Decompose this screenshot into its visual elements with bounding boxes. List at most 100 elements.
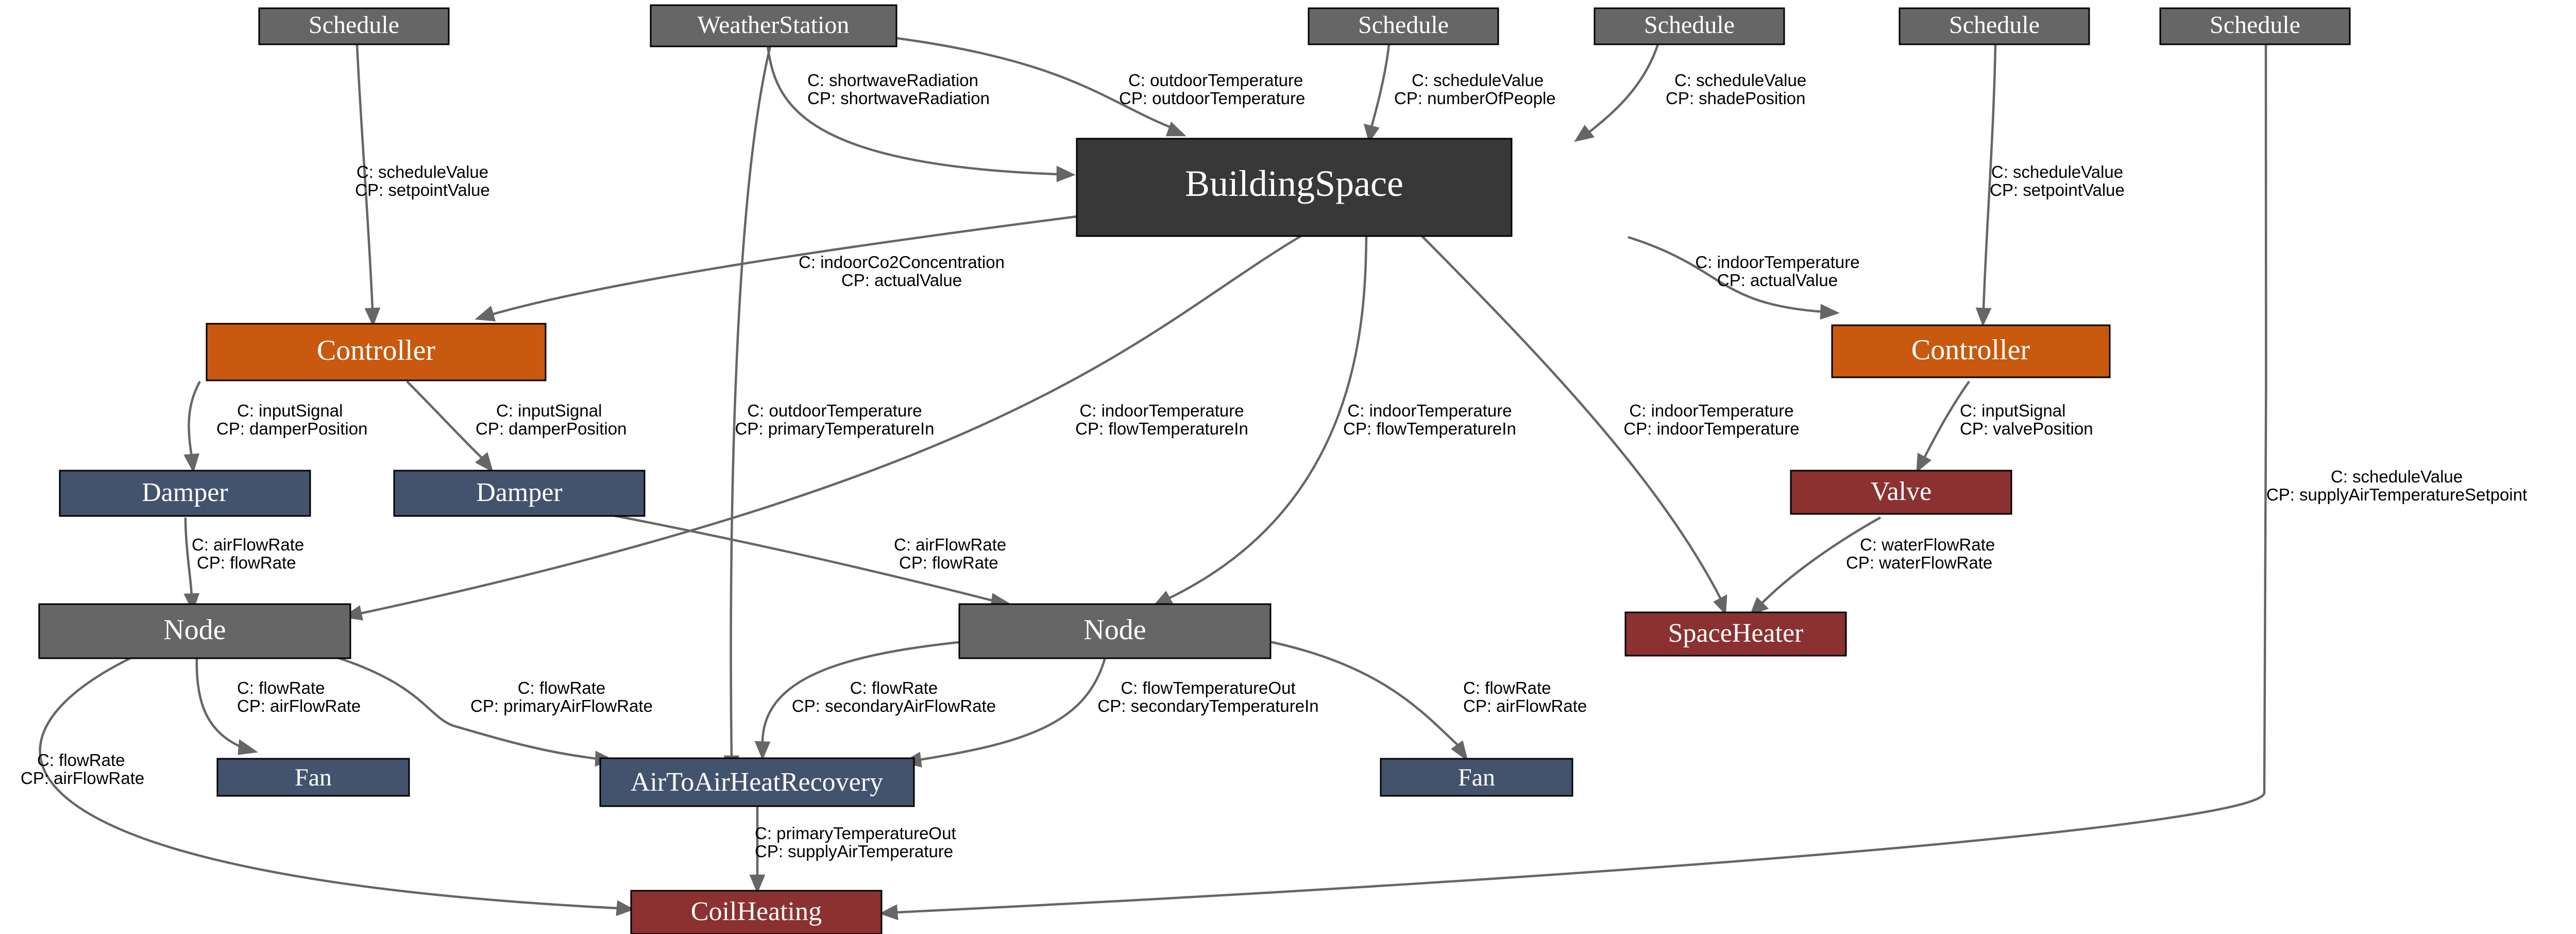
- node-schedule: Schedule: [2159, 7, 2351, 45]
- node-label: Schedule: [1358, 11, 1449, 39]
- edge-node-right-to-heat-recovery-flow: [754, 640, 969, 760]
- node-building-space: BuildingSpace: [1076, 138, 1513, 237]
- edge-label-c: C: outdoorTemperature: [1128, 71, 1303, 90]
- edge-weather-to-building-outdoor: [896, 37, 1187, 137]
- node-label: AirToAirHeatRecovery: [631, 768, 883, 797]
- edge-label-c: C: indoorTemperature: [1347, 401, 1512, 420]
- edge-label-cp: CP: waterFlowRate: [1846, 553, 1992, 572]
- node-label: Damper: [476, 478, 562, 507]
- edge-weather-to-building-shortwave: [766, 46, 1076, 182]
- nodes: Schedule WeatherStation Schedule Schedul…: [38, 4, 2351, 934]
- edge-label-c: C: primaryTemperatureOut: [755, 824, 956, 843]
- edge-schedule-to-building-people: [1363, 44, 1391, 143]
- node-label: Schedule: [1949, 11, 2040, 39]
- edge-label-c: C: airFlowRate: [192, 535, 304, 554]
- node-air-to-air-heat-recovery: AirToAirHeatRecovery: [599, 757, 915, 807]
- edge-label-cp: CP: valvePosition: [1960, 419, 2093, 438]
- edge-label-c: C: flowTemperatureOut: [1121, 678, 1295, 697]
- edge-label-cp: CP: actualValue: [1717, 271, 1838, 290]
- edge-schedule-to-building-shade: [1574, 44, 1659, 142]
- node-label: Damper: [142, 478, 228, 507]
- edge-label-cp: CP: airFlowRate: [1463, 696, 1587, 715]
- node-schedule: Schedule: [1594, 7, 1785, 45]
- node-fan: Fan: [216, 758, 410, 797]
- edge-label-cp: CP: flowTemperatureIn: [1343, 419, 1516, 438]
- node-label: CoilHeating: [691, 897, 822, 926]
- node-node: Node: [958, 603, 1272, 659]
- edge-label-c: C: scheduleValue: [1991, 162, 2123, 181]
- edge-schedule-to-controller-left: [355, 44, 381, 327]
- node-space-heater: SpaceHeater: [1624, 611, 1847, 657]
- edge-label-c: C: scheduleValue: [357, 162, 488, 181]
- edge-node-right-to-fan-2: [1267, 640, 1468, 762]
- edge-building-to-controller-left: [474, 215, 1077, 322]
- edge-label-cp: CP: supplyAirTemperature: [755, 842, 953, 861]
- edge-label-cp: CP: setpointValue: [1990, 180, 2125, 199]
- edge-heat-recovery-to-coil-heating: [749, 804, 766, 894]
- edge-label-c: C: indoorTemperature: [1695, 253, 1859, 272]
- edge-controller-to-valve: [1916, 380, 1970, 473]
- edge-label-c: C: scheduleValue: [2331, 467, 2463, 486]
- edge-node-left-to-fan-1: [195, 657, 259, 755]
- edge-valve-to-space-heater: [1750, 516, 1882, 615]
- edge-label-c: C: shortwaveRadiation: [807, 71, 978, 90]
- edge-label-cp: CP: setpointValue: [355, 180, 490, 199]
- node-label: Node: [163, 614, 226, 646]
- edge-label-c: C: flowRate: [37, 750, 125, 770]
- node-damper: Damper: [59, 470, 311, 517]
- edge-label-cp: CP: numberOfPeople: [1394, 89, 1556, 108]
- edge-label-cp: CP: flowTemperatureIn: [1075, 419, 1248, 438]
- edge-label-c: C: outdoorTemperature: [747, 401, 922, 420]
- node-label: Valve: [1871, 477, 1931, 506]
- node-controller: Controller: [206, 323, 547, 381]
- edge-label-cp: CP: secondaryTemperatureIn: [1097, 696, 1318, 715]
- edge-label-cp: CP: airFlowRate: [237, 696, 361, 715]
- node-fan: Fan: [1380, 758, 1573, 797]
- edge-label-cp: CP: airFlowRate: [21, 769, 144, 788]
- edge-schedule-to-controller-right: [1975, 44, 1997, 327]
- edge-label-c: C: scheduleValue: [1412, 71, 1544, 90]
- edge-label-cp: CP: supplyAirTemperatureSetpoint: [2266, 485, 2527, 504]
- edge-label-c: C: flowRate: [518, 678, 606, 697]
- edge-label-c: C: indoorTemperature: [1629, 401, 1793, 420]
- node-schedule: Schedule: [1899, 7, 2090, 45]
- edge-label-c: C: flowRate: [1463, 678, 1551, 697]
- node-node: Node: [38, 603, 351, 659]
- edges: [39, 37, 2267, 921]
- edge-label-cp: CP: outdoorTemperature: [1119, 89, 1305, 108]
- edge-label-cp: CP: secondaryAirFlowRate: [792, 696, 996, 715]
- node-label: Controller: [317, 335, 436, 366]
- edge-label-c: C: flowRate: [850, 678, 938, 697]
- node-controller: Controller: [1831, 324, 2111, 378]
- edge-label-cp: CP: damperPosition: [476, 419, 626, 438]
- node-schedule: Schedule: [258, 7, 450, 45]
- edge-label-c: C: indoorTemperature: [1079, 401, 1244, 420]
- node-label: Schedule: [309, 11, 399, 39]
- node-label: Node: [1083, 614, 1146, 646]
- node-label: Fan: [1458, 764, 1495, 791]
- node-label: Fan: [295, 764, 332, 791]
- node-label: SpaceHeater: [1668, 619, 1804, 648]
- edge-label-c: C: scheduleValue: [1674, 71, 1806, 90]
- edge-building-to-space-heater: [1421, 235, 1727, 615]
- edge-schedule-to-coil-heating: [879, 44, 2267, 921]
- node-schedule: Schedule: [1308, 7, 1499, 45]
- edge-label-cp: CP: shadePosition: [1666, 89, 1806, 108]
- node-valve: Valve: [1790, 470, 2012, 515]
- edge-label-c: C: airFlowRate: [894, 535, 1006, 554]
- edge-label-c: C: waterFlowRate: [1860, 535, 1995, 554]
- edge-damper-1-to-node-left: [183, 517, 200, 612]
- edge-label-cp: CP: flowRate: [197, 553, 296, 572]
- edge-controller-to-damper-1: [183, 380, 201, 473]
- edge-label-c: C: indoorCo2Concentration: [799, 253, 1005, 272]
- edge-label-c: C: inputSignal: [1960, 401, 2065, 420]
- edge-label-c: C: flowRate: [237, 678, 325, 697]
- edge-building-to-controller-right: [1628, 236, 1840, 320]
- edge-labels: C: scheduleValue CP: setpointValue C: sh…: [21, 71, 2527, 861]
- edge-label-c: C: inputSignal: [237, 401, 343, 420]
- edge-label-cp: CP: damperPosition: [216, 419, 367, 438]
- edge-label-cp: CP: primaryAirFlowRate: [470, 696, 653, 715]
- node-coil-heating: CoilHeating: [630, 890, 883, 934]
- node-label: Schedule: [2210, 11, 2300, 39]
- edge-label-c: C: inputSignal: [496, 401, 602, 420]
